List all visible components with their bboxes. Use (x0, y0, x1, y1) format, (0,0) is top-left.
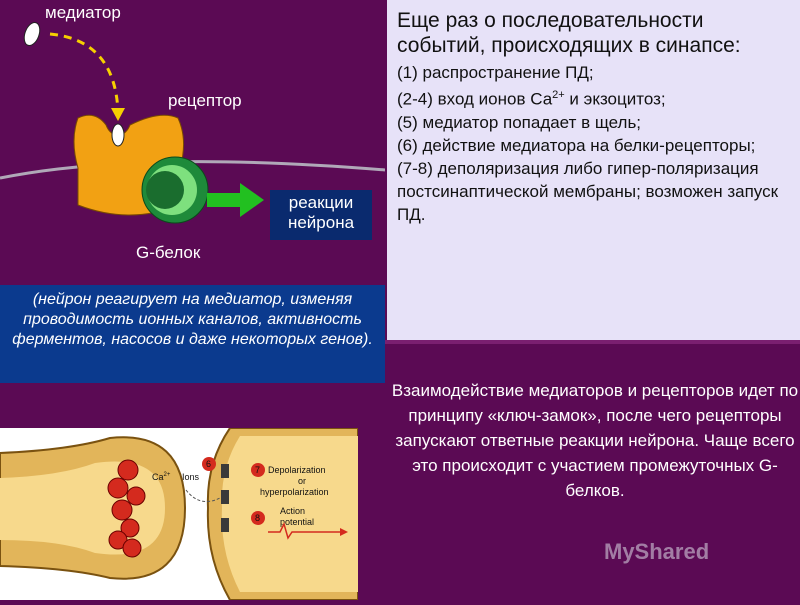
step-8-circle (251, 511, 265, 525)
step-8-number: 8 (255, 513, 260, 523)
item2-text: (2-4) вход ионов Са (397, 89, 553, 109)
item2-text-end: и экзоцитоз; (564, 89, 666, 109)
step-7-number: 7 (255, 465, 260, 475)
neuron-reaction-box: реакции нейрона (270, 190, 372, 240)
sequence-item-3: (5) медиатор попадает в щель; (397, 112, 642, 132)
sequence-item-2: (2-4) вход ионов Са2+ и экзоцитоз; (397, 84, 792, 111)
dashed-arrow (49, 32, 120, 113)
sequence-title: Еще раз о последовательности событий, пр… (397, 9, 741, 57)
action-potential-arrowhead (340, 528, 348, 536)
mediator-molecule (23, 21, 41, 47)
synapse-svg: 6 7 8 Ca2+ Ions Depolarization or hyperp… (0, 427, 359, 601)
ca-label: Ca2+ (152, 472, 171, 482)
divider-strip (385, 340, 800, 344)
bound-mediator (111, 123, 125, 147)
or-label: or (298, 476, 306, 486)
neuron-response-note: (нейрон реагирует на медиатор, изменяя п… (0, 285, 385, 383)
potential-label: potential (280, 517, 314, 527)
step-6-number: 6 (206, 459, 211, 469)
mediator-label: медиатор (45, 3, 121, 22)
green-arrow (207, 183, 264, 217)
action-potential-trace (268, 521, 340, 540)
step-7-circle (251, 463, 265, 477)
reaction-line-2: нейрона (287, 213, 355, 232)
step-6-circle (202, 457, 216, 471)
receptor-label: рецептор (168, 91, 242, 110)
reaction-line-1: реакции (288, 193, 354, 212)
depolarization-label: Depolarization (268, 465, 326, 475)
gprotein-label: G-белок (136, 243, 201, 262)
postsynaptic-receptors (221, 464, 229, 532)
synapse-figure: 6 7 8 Ca2+ Ions Depolarization or hyperp… (0, 427, 359, 601)
sequence-item-1: (1) распространение ПД; (397, 63, 594, 82)
sequence-item-4: (6) действие медиатора на белки-рецептор… (397, 135, 756, 155)
item2-superscript: 2+ (552, 89, 565, 101)
key-lock-text: Взаимодействие медиаторов и рецепторов и… (391, 381, 799, 500)
sequence-item-5: (7-8) деполяризация либо гипер-поляризац… (397, 158, 779, 224)
vesicles (107, 459, 146, 558)
receptor-diagram-svg (0, 21, 386, 224)
watermark-text: MyShared (604, 539, 710, 564)
ions-label: Ions (182, 472, 200, 482)
action-label: Action (280, 506, 305, 516)
receptor-diagram: медиатор рецептор G-белок реакции нейрон… (0, 0, 386, 285)
g-protein-inner (146, 171, 184, 209)
hyperpolarization-label: hyperpolarization (260, 487, 329, 497)
dashed-arrowhead (111, 108, 125, 121)
synapse-sequence-box: Еще раз о последовательности событий, пр… (387, 0, 800, 340)
